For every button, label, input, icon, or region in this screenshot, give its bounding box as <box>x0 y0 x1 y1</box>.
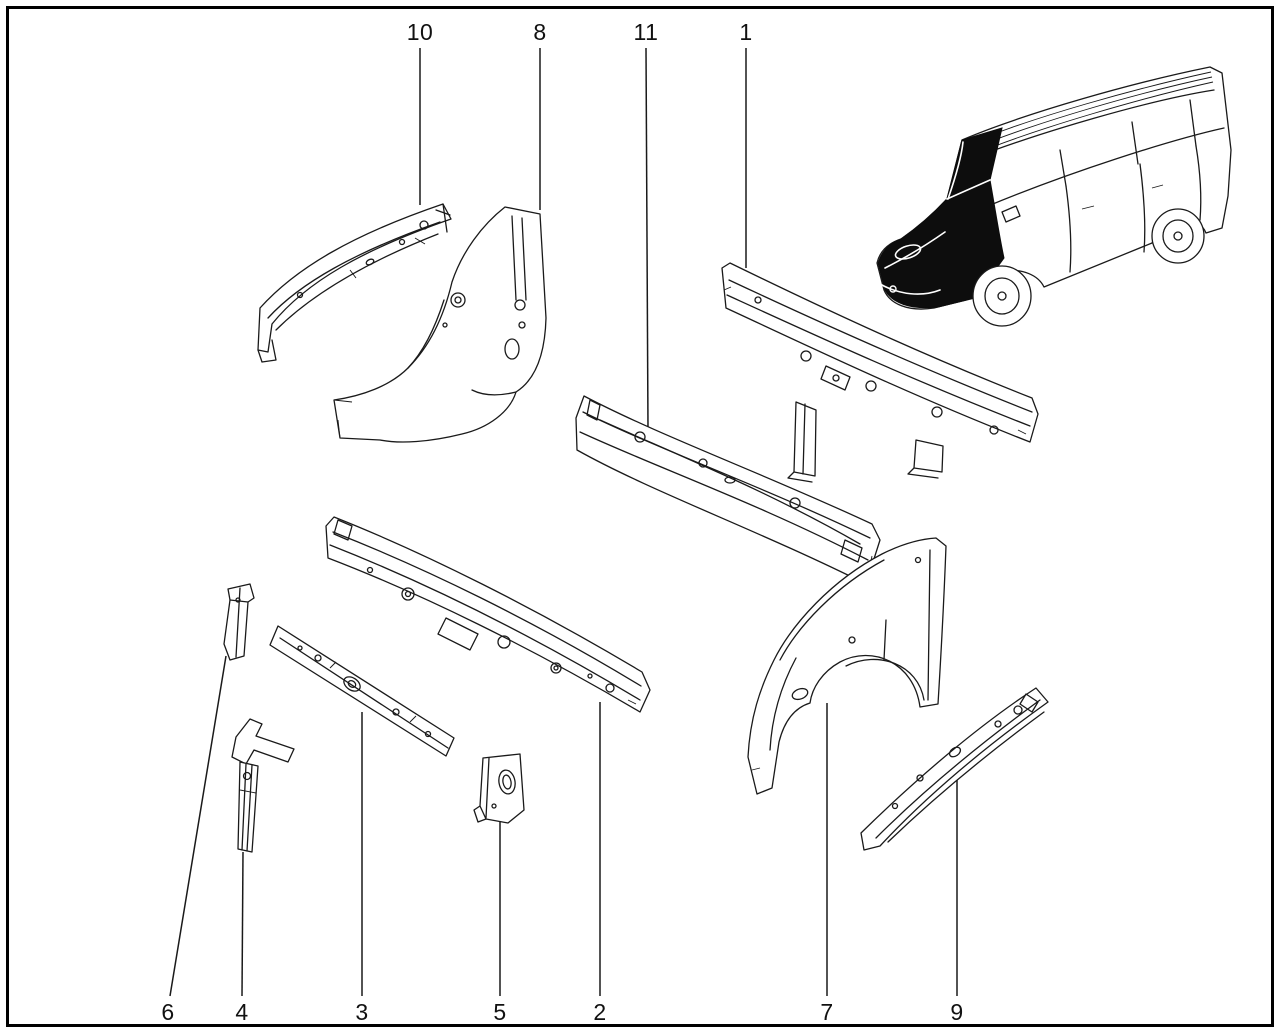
vehicle-illustration <box>876 66 1232 327</box>
callout-2: 2 <box>593 999 607 1025</box>
callout-10: 10 <box>406 19 434 45</box>
part-drawing-11 <box>575 395 881 585</box>
part-drawing-3 <box>269 625 455 757</box>
callout-8: 8 <box>533 19 547 45</box>
leader-line-4 <box>241 851 244 997</box>
leader-line-11 <box>645 47 649 431</box>
leader-line-6 <box>169 655 227 997</box>
part-drawing-9 <box>860 687 1049 851</box>
leader-lines <box>169 47 958 997</box>
part-drawing-5 <box>473 753 525 824</box>
part-drawing-4 <box>231 718 295 853</box>
callout-4: 4 <box>235 999 249 1025</box>
callout-1: 1 <box>739 19 753 45</box>
part-drawing-1 <box>721 262 1039 483</box>
callout-6: 6 <box>161 999 175 1025</box>
callout-9: 9 <box>950 999 964 1025</box>
callout-5: 5 <box>493 999 507 1025</box>
part-drawing-2 <box>325 516 651 713</box>
callout-11: 11 <box>633 19 659 45</box>
callout-7: 7 <box>820 999 834 1025</box>
part-drawing-10 <box>257 203 452 363</box>
callout-3: 3 <box>355 999 369 1025</box>
part-drawing-7 <box>747 537 947 795</box>
part-drawing-8 <box>333 206 547 443</box>
part-drawing-6 <box>223 583 255 661</box>
